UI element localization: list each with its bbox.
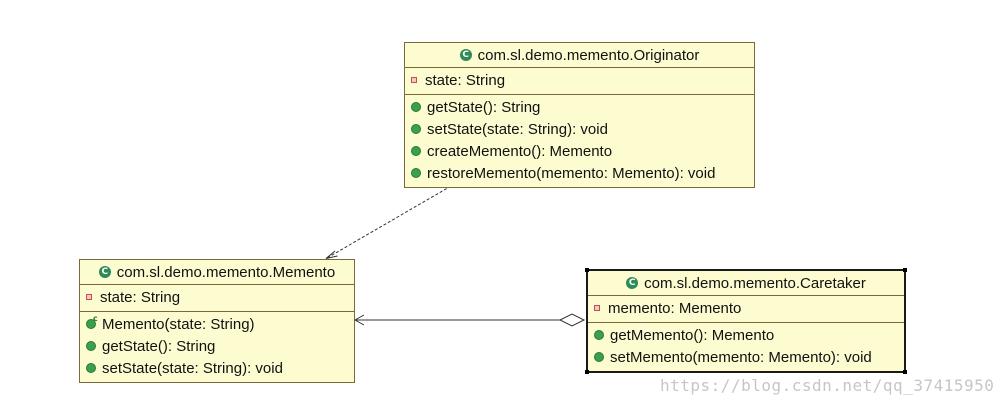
- public-method-icon: [86, 363, 96, 374]
- operation-row[interactable]: getMemento(): Memento: [588, 325, 904, 347]
- aggregation-diamond: [558, 313, 586, 327]
- constructor-mark: c: [93, 314, 98, 323]
- class-icon: C: [459, 49, 472, 62]
- attribute-row[interactable]: state: String: [80, 287, 354, 309]
- operation-label: setState(state: String): void: [102, 360, 283, 377]
- private-field-icon: [594, 305, 600, 312]
- memento-operations: c Memento(state: String) getState(): Stri…: [80, 312, 354, 382]
- resize-handle[interactable]: [585, 370, 589, 374]
- operation-row[interactable]: c Memento(state: String): [80, 314, 354, 336]
- operation-label: createMemento(): Memento: [427, 143, 613, 160]
- memento-attributes: state: String: [80, 285, 354, 312]
- originator-class-name: com.sl.demo.memento.Originator: [477, 47, 700, 64]
- originator-operations: getState(): String setState(state: Strin…: [405, 95, 754, 187]
- public-method-icon: [411, 124, 421, 135]
- operation-row[interactable]: setState(state: String): void: [405, 119, 754, 141]
- attribute-label: state: String: [425, 72, 506, 89]
- attribute-label: memento: Memento: [608, 300, 742, 317]
- caretaker-class-name: com.sl.demo.memento.Caretaker: [644, 275, 866, 292]
- caretaker-attributes: memento: Memento: [588, 296, 904, 323]
- dependency-line[interactable]: [326, 185, 452, 259]
- private-field-icon: [411, 77, 417, 84]
- resize-handle[interactable]: [903, 268, 907, 272]
- public-method-icon: [411, 168, 421, 179]
- public-method-icon: [594, 330, 604, 341]
- public-method-icon: [411, 102, 421, 113]
- operation-label: getMemento(): Memento: [610, 327, 775, 344]
- resize-handle[interactable]: [585, 268, 589, 272]
- originator-attributes: state: String: [405, 68, 754, 95]
- operation-label: setMemento(memento: Memento): void: [610, 349, 872, 366]
- constructor-icon: [86, 319, 96, 330]
- operation-label: restoreMemento(memento: Memento): void: [427, 165, 716, 182]
- public-method-icon: [411, 146, 421, 157]
- attribute-row[interactable]: memento: Memento: [588, 298, 904, 320]
- operation-row[interactable]: getState(): String: [80, 336, 354, 358]
- operation-row[interactable]: setMemento(memento: Memento): void: [588, 347, 904, 369]
- operation-row[interactable]: restoreMemento(memento: Memento): void: [405, 163, 754, 185]
- caretaker-operations: getMemento(): Memento setMemento(memento…: [588, 323, 904, 371]
- class-icon: C: [98, 266, 111, 279]
- watermark: https://blog.csdn.net/qq_37415950: [660, 376, 995, 395]
- memento-class-name: com.sl.demo.memento.Memento: [116, 264, 336, 281]
- attribute-label: state: String: [100, 289, 181, 306]
- private-field-icon: [86, 294, 92, 301]
- operation-row[interactable]: createMemento(): Memento: [405, 141, 754, 163]
- public-method-icon: [86, 341, 96, 352]
- operation-label: getState(): String: [102, 338, 216, 355]
- attribute-row[interactable]: state: String: [405, 70, 754, 92]
- operation-row[interactable]: setState(state: String): void: [80, 358, 354, 380]
- resize-handle[interactable]: [903, 370, 907, 374]
- operation-label: Memento(state: String): [102, 316, 255, 333]
- public-method-icon: [594, 352, 604, 363]
- operation-row[interactable]: getState(): String: [405, 97, 754, 119]
- aggregation-arrowhead: [353, 314, 365, 326]
- dependency-arrowhead: [325, 250, 338, 259]
- operation-label: setState(state: String): void: [427, 121, 608, 138]
- operation-label: getState(): String: [427, 99, 541, 116]
- class-icon: C: [626, 277, 639, 290]
